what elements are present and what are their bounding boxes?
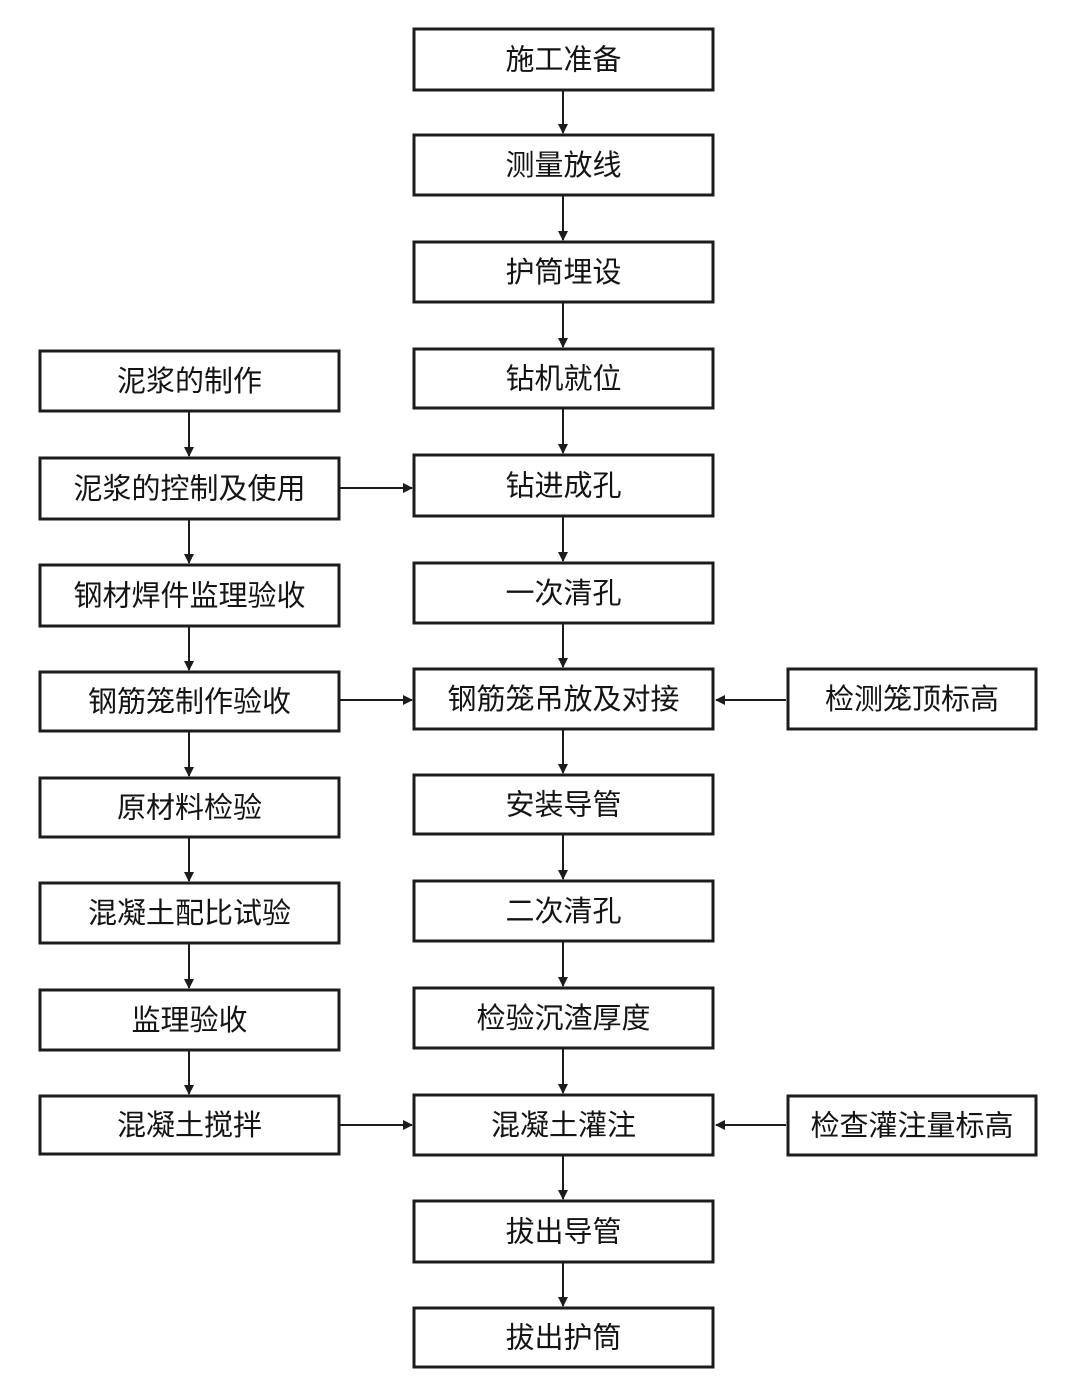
main-step-label: 钢筋笼吊放及对接 xyxy=(447,682,679,716)
main-step-label: 测量放线 xyxy=(505,148,621,182)
side-step-node: 泥浆的控制及使用 xyxy=(38,456,341,521)
main-step-node: 二次清孔 xyxy=(412,879,715,943)
main-step-node: 施工准备 xyxy=(412,27,715,92)
check-label: 检查灌注量标高 xyxy=(810,1109,1013,1143)
main-step-label: 二次清孔 xyxy=(505,894,621,928)
main-step-label: 安装导管 xyxy=(505,788,621,822)
main-step-label: 检验沉渣厚度 xyxy=(476,1001,650,1035)
side-step-node: 钢材焊件监理验收 xyxy=(38,563,341,628)
side-step-label: 混凝土配比试验 xyxy=(88,896,291,930)
main-step-label: 钻机就位 xyxy=(505,362,621,396)
main-step-label: 钻进成孔 xyxy=(505,469,621,503)
main-step-node: 检验沉渣厚度 xyxy=(412,986,715,1050)
main-step-node: 拔出护筒 xyxy=(412,1306,715,1369)
side-step-label: 原材料检验 xyxy=(117,791,262,825)
main-step-node: 钻机就位 xyxy=(412,347,715,410)
main-step-node: 钻进成孔 xyxy=(412,453,715,518)
main-step-node: 安装导管 xyxy=(412,773,715,836)
main-step-node: 一次清孔 xyxy=(412,561,715,625)
side-step-label: 泥浆的控制及使用 xyxy=(73,472,305,506)
main-step-label: 一次清孔 xyxy=(505,576,621,610)
check-node: 检测笼顶标高 xyxy=(786,667,1038,731)
edges xyxy=(184,90,786,1307)
main-step-node: 拔出导管 xyxy=(412,1199,715,1264)
side-step-node: 泥浆的制作 xyxy=(38,349,341,413)
side-step-label: 混凝土搅拌 xyxy=(117,1108,262,1142)
main-step-node: 测量放线 xyxy=(412,133,715,197)
side-step-node: 原材料检验 xyxy=(38,776,341,839)
check-column: 检测笼顶标高 检查灌注量标高 xyxy=(786,667,1038,1157)
main-step-label: 拔出导管 xyxy=(505,1215,621,1249)
main-step-label: 混凝土灌注 xyxy=(491,1108,636,1142)
side-column: 泥浆的制作 泥浆的控制及使用 钢材焊件监理验收 钢筋笼制作验收 原材料检验 混凝… xyxy=(38,349,341,1156)
main-step-label: 施工准备 xyxy=(505,43,621,77)
main-step-label: 拔出护筒 xyxy=(505,1321,621,1355)
side-step-label: 钢材焊件监理验收 xyxy=(73,579,305,613)
side-step-label: 监理验收 xyxy=(131,1003,247,1037)
side-step-node: 混凝土配比试验 xyxy=(38,881,341,945)
side-step-node: 监理验收 xyxy=(38,988,341,1052)
main-step-label: 护筒埋设 xyxy=(505,255,621,289)
check-label: 检测笼顶标高 xyxy=(825,682,999,716)
check-node: 检查灌注量标高 xyxy=(786,1094,1038,1157)
side-step-node: 钢筋笼制作验收 xyxy=(38,670,341,733)
side-step-node: 混凝土搅拌 xyxy=(38,1094,341,1156)
main-step-node: 护筒埋设 xyxy=(412,240,715,304)
main-column: 施工准备 测量放线 护筒埋设 钻机就位 钻进成孔 一次清孔 钢筋笼吊放及对接 xyxy=(412,27,715,1369)
main-step-node: 钢筋笼吊放及对接 xyxy=(412,667,715,731)
side-step-label: 泥浆的制作 xyxy=(117,364,262,398)
side-step-label: 钢筋笼制作验收 xyxy=(88,685,291,719)
main-step-node: 混凝土灌注 xyxy=(412,1093,715,1157)
